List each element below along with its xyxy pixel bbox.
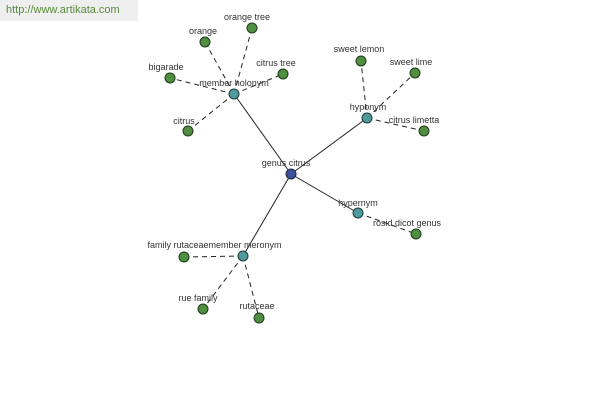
node-rosid-dicot-genus[interactable] [410, 228, 422, 240]
solid-edges [233, 93, 368, 257]
dashed-edges [169, 27, 425, 319]
label-member-meronym: member meronym [208, 240, 281, 250]
edge-hyponym-sweet-lime [366, 72, 416, 119]
edge-center-hypernym [290, 173, 359, 214]
label-rue-family: rue family [178, 293, 218, 303]
edge-meronym-rutaceae [242, 255, 260, 319]
edge-holonym-orange-tree [233, 27, 253, 95]
node-hyponym[interactable] [361, 112, 373, 124]
node-orange[interactable] [199, 36, 211, 48]
label-hyponym: hyponym [350, 102, 387, 112]
edge-meronym-rue-family [202, 255, 244, 310]
edge-hyponym-citrus-limetta [366, 117, 425, 132]
node-bigarade[interactable] [164, 72, 176, 84]
label-citrus-limetta: citrus limetta [389, 115, 440, 125]
label-family-rutaceae: family rutaceae [147, 240, 208, 250]
node-labels: genus citrus member holonym hyponym hype… [147, 12, 441, 311]
node-member-meronym[interactable] [237, 250, 249, 262]
label-orange-tree: orange tree [224, 12, 270, 22]
label-rosid-dicot-genus: rosid dicot genus [373, 218, 442, 228]
node-rue-family[interactable] [197, 303, 209, 315]
edge-hyponym-sweet-lemon [360, 60, 368, 119]
label-sweet-lime: sweet lime [390, 57, 433, 67]
node-family-rutaceae[interactable] [178, 251, 190, 263]
node-citrus-limetta[interactable] [418, 125, 430, 137]
label-genus-citrus: genus citrus [262, 158, 311, 168]
label-orange: orange [189, 26, 217, 36]
node-genus-citrus[interactable] [285, 168, 297, 180]
node-citrus-tree[interactable] [277, 68, 289, 80]
edge-center-member-meronym [242, 173, 292, 257]
label-citrus: citrus [173, 116, 195, 126]
watermark-url: http://www.artikata.com [0, 0, 138, 21]
edge-holonym-bigarade [169, 77, 235, 95]
label-bigarade: bigarade [148, 62, 183, 72]
node-member-holonym[interactable] [228, 88, 240, 100]
edge-meronym-family-rutaceae [183, 255, 244, 258]
edge-center-hyponym [290, 117, 368, 175]
node-rutaceae[interactable] [253, 312, 265, 324]
edge-holonym-orange [204, 41, 235, 95]
label-sweet-lemon: sweet lemon [334, 44, 385, 54]
label-member-holonym: member holonym [199, 78, 269, 88]
label-citrus-tree: citrus tree [256, 58, 296, 68]
node-orange-tree[interactable] [246, 22, 258, 34]
node-sweet-lemon[interactable] [355, 55, 367, 67]
label-rutaceae: rutaceae [239, 301, 274, 311]
leaf-nodes [164, 22, 430, 324]
edge-holonym-citrus [187, 93, 235, 132]
edge-hypernym-rosid-dicot-genus [357, 212, 417, 235]
edge-center-member-holonym [233, 93, 292, 175]
node-hypernym[interactable] [352, 207, 364, 219]
label-hypernym: hypernym [338, 198, 378, 208]
node-citrus[interactable] [182, 125, 194, 137]
relation-nodes [228, 88, 373, 262]
node-sweet-lime[interactable] [409, 67, 421, 79]
